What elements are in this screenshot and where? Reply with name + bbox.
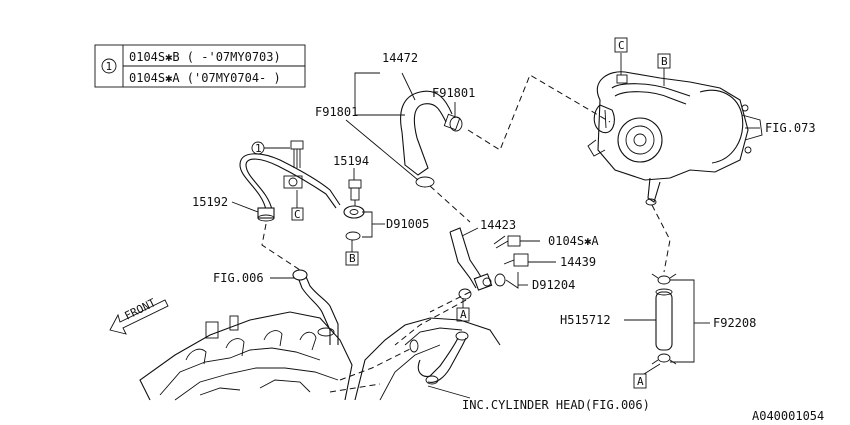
label-cylinder-head: INC.CYLINDER HEAD(FIG.006) xyxy=(462,398,650,412)
legend-table: 1 0104S✱B ( -'07MY0703) 0104S✱A ('07MY07… xyxy=(94,44,306,88)
label-f92208: F92208 xyxy=(713,316,756,330)
label-d91005: D91005 xyxy=(386,217,429,231)
label-fig006: FIG.006 xyxy=(213,271,264,285)
bolt-0104sa xyxy=(493,235,521,249)
plug-14439 xyxy=(503,253,529,267)
label-14439: 14439 xyxy=(560,255,596,269)
ref-a-bottom: A xyxy=(637,375,644,388)
label-14472: 14472 xyxy=(382,51,418,65)
hose-h515712 xyxy=(651,273,677,365)
label-0104sa: 0104S✱A xyxy=(548,234,599,248)
legend-marker-circle xyxy=(101,58,117,74)
label-d91204: D91204 xyxy=(532,278,575,292)
ref-b-top: B xyxy=(661,55,668,68)
ref-c-top: C xyxy=(618,39,625,52)
marker-1: 1 xyxy=(255,142,262,155)
cylinder-head xyxy=(329,317,501,401)
label-front: FRONT xyxy=(122,296,158,323)
label-15192: 15192 xyxy=(192,195,228,209)
hose-14472 xyxy=(400,90,463,188)
label-h515712: H515712 xyxy=(560,313,611,327)
label-f91801-right: F91801 xyxy=(432,86,475,100)
ref-b-mid: B xyxy=(349,252,356,265)
turbocharger xyxy=(587,71,763,206)
engine-block xyxy=(139,269,353,401)
banjo-bolt-15194 xyxy=(343,179,365,241)
legend-marker: 1 xyxy=(106,60,113,73)
front-arrow xyxy=(109,299,169,335)
label-14423: 14423 xyxy=(480,218,516,232)
legend-row-1: 0104S✱B ( -'07MY0703) xyxy=(129,50,281,64)
legend-row-2: 0104S✱A ('07MY0704- ) xyxy=(129,71,281,85)
bolt-marker-1 xyxy=(251,140,304,168)
diagram-id: A040001054 xyxy=(752,409,824,423)
label-15194: 15194 xyxy=(333,154,369,168)
label-f91801-left: F91801 xyxy=(315,105,358,119)
label-fig073: FIG.073 xyxy=(765,121,816,135)
ref-a-mid: A xyxy=(460,308,467,321)
ref-c-mid: C xyxy=(294,208,301,221)
pipe-14423 xyxy=(449,227,506,300)
